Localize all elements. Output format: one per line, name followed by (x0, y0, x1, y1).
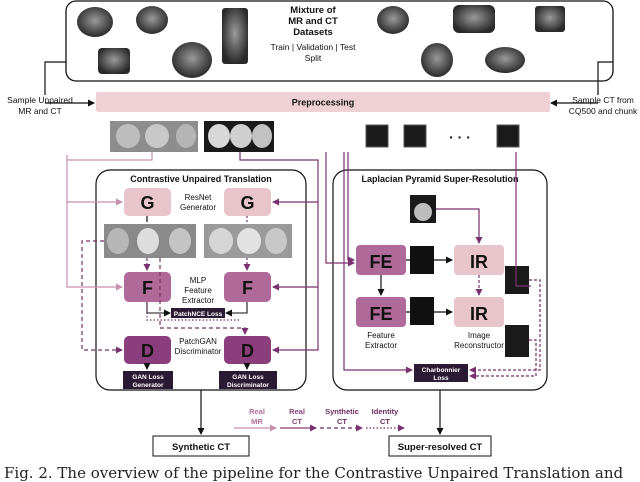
fe-label2: Extractor (365, 341, 397, 350)
synthetic-ct-label: Synthetic CT (172, 442, 230, 453)
gan-loss-discriminator-box (219, 371, 277, 389)
gan-loss-discriminator-line2: Discriminator (227, 382, 269, 389)
face-scan-thumbnail (377, 6, 409, 34)
discriminator-label1: PatchGAN (179, 337, 217, 346)
lapsrn-title: Laplacian Pyramid Super-Resolution (361, 174, 518, 184)
legend: Real MR Real CT Synthetic CT Identity CT (234, 407, 405, 432)
feature-extractor-block-1 (356, 245, 406, 275)
patchnce-loss-label: PatchNCE Loss (174, 311, 223, 318)
charbonnier-line2: Loss (433, 375, 449, 382)
gan-loss-generator-line2: Generator (132, 382, 164, 389)
ct-slices-strip (204, 121, 274, 152)
dataset-title-line2: MR and CT (288, 16, 338, 27)
identity-slices-strip (204, 224, 292, 258)
image-reconstructor-block-2 (454, 297, 504, 327)
dataset-title-line3: Datasets (293, 27, 333, 38)
ir-letter: IR (470, 252, 488, 272)
right-input-line2: CQ500 and chunk (569, 106, 638, 116)
ir-letter: IR (470, 304, 488, 324)
discriminator-label2: Discriminator (175, 347, 222, 356)
ct-chunk-cubes (365, 124, 520, 148)
head-scan-thumbnail (136, 6, 168, 34)
superres-ct-box (388, 435, 492, 457)
legend-real-mr-line2: MR (251, 417, 263, 426)
face-scan-thumbnail (535, 6, 565, 32)
split-line2: Split (305, 53, 322, 63)
generator-block-ct (224, 188, 271, 216)
feature-extractor-block-2 (356, 297, 406, 327)
feature-letter: F (242, 278, 253, 298)
superres-ct-label: Super-resolved CT (398, 442, 483, 453)
ir-label2: Reconstructor (454, 341, 504, 350)
generator-block-mr (124, 188, 171, 216)
preprocessing-bar (96, 92, 550, 112)
head-scan-thumbnail (172, 42, 212, 78)
legend-real-mr-line1: Real (249, 407, 265, 416)
generator-letter: G (240, 193, 254, 213)
volume-thumbnail (222, 8, 248, 64)
chunk-ellipsis: · · · (449, 129, 471, 145)
legend-synthetic-ct-line2: CT (337, 417, 347, 426)
legend-synthetic-ct-line1: Synthetic (325, 407, 359, 416)
feature-block-right (224, 272, 271, 302)
patchnce-loss-box (171, 308, 225, 318)
lapsrn-arrows (325, 152, 541, 380)
volume-thumbnail (98, 48, 130, 74)
discriminator-letter: D (241, 341, 254, 361)
sr-output-image-1 (505, 266, 529, 294)
mr-slices-strip (110, 121, 198, 152)
feature-label2: Feature (184, 286, 212, 295)
cut-title: Contrastive Unpaired Translation (130, 174, 272, 184)
legend-identity-ct-line2: CT (380, 417, 390, 426)
legend-real-ct-line2: CT (292, 417, 302, 426)
sr-output-image-2 (505, 325, 529, 357)
feature-letter: F (142, 278, 153, 298)
feature-block-left (124, 272, 171, 302)
dataset-thumbnails (77, 5, 565, 78)
discriminator-letter: D (141, 341, 154, 361)
fe-label1: Feature (367, 331, 395, 340)
discriminator-block-right (224, 336, 271, 364)
legend-real-ct-line1: Real (289, 407, 305, 416)
preprocessing-label: Preprocessing (292, 98, 355, 108)
face-scan-thumbnail (421, 43, 453, 77)
right-sample-connector (597, 61, 613, 95)
generator-label2: Generator (180, 203, 216, 212)
fe-letter: FE (369, 252, 392, 272)
feature-label3: Extractor (182, 296, 214, 305)
charbonnier-loss-box (414, 364, 468, 382)
right-input-line1: Sample CT from (572, 95, 634, 105)
synthetic-slices-strip (104, 224, 196, 258)
gan-loss-generator-line1: GAN Loss (132, 374, 164, 381)
ir-label1: Image (468, 331, 491, 340)
charbonnier-line1: Charbonnier (422, 367, 461, 374)
generator-label1: ResNet (185, 193, 212, 202)
gan-loss-discriminator-line1: GAN Loss (232, 374, 264, 381)
residual-image-2 (410, 297, 434, 325)
head-scan-thumbnail (485, 47, 525, 73)
cut-internal-arrows (66, 152, 319, 370)
feature-label1: MLP (190, 276, 206, 285)
left-input-line2: MR and CT (18, 106, 61, 116)
fe-letter: FE (369, 304, 392, 324)
gan-loss-generator-box (123, 371, 173, 389)
head-scan-thumbnail (77, 7, 113, 37)
left-input-line1: Sample Unpaired (7, 95, 73, 105)
split-line1: Train | Validation | Test (270, 42, 356, 52)
figure-caption: Fig. 2. The overview of the pipeline for… (4, 464, 623, 482)
image-reconstructor-block-1 (454, 245, 504, 275)
discriminator-block-left (124, 336, 171, 364)
volume-thumbnail (453, 5, 495, 33)
dataset-title-line1: Mixture of (290, 5, 336, 16)
generator-letter: G (140, 193, 154, 213)
left-sample-connector (44, 61, 66, 95)
patchnce-arrow-right (225, 302, 248, 317)
synthetic-ct-box (152, 435, 250, 457)
legend-identity-ct-line1: Identity (372, 407, 399, 416)
